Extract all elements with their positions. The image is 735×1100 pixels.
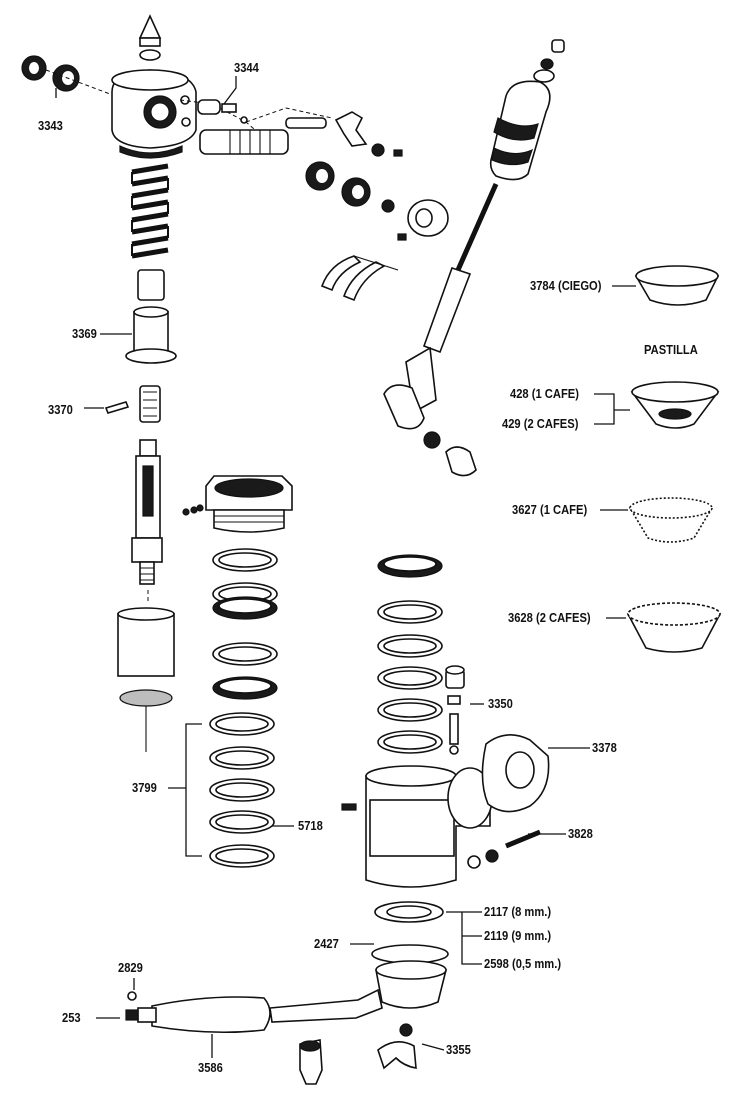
label-3627: 3627 (1 CAFE) [512,502,588,517]
label-3343: 3343 [38,118,63,133]
portafilter [125,901,449,1085]
label-2119: 2119 (9 mm.) [484,928,552,943]
group-head-assembly [21,14,197,752]
lever-shaft-parts [197,99,449,302]
leader-lines [55,76,636,1058]
label-428: 428 (1 CAFE) [510,386,579,401]
label-3784: 3784 (CIEGO) [530,278,602,293]
label-pastilla: PASTILLA [644,342,698,357]
label-5718: 5718 [298,818,323,833]
lever-arm [383,39,565,477]
spring [131,163,169,259]
label-3370: 3370 [48,402,73,417]
filter-3628 [626,602,722,653]
blind-filter-3784 [634,265,720,306]
label-2117: 2117 (8 mm.) [484,904,552,919]
gasket-stack-left [209,548,278,868]
filter-baskets [626,265,722,653]
label-3350: 3350 [488,696,513,711]
label-3828: 3828 [568,826,593,841]
label-2829: 2829 [118,960,143,975]
label-2598: 2598 (0,5 mm.) [484,956,562,971]
label-2427: 2427 [314,936,339,951]
label-3369: 3369 [72,326,97,341]
filter-3627 [628,497,714,543]
label-3586: 3586 [198,1060,223,1075]
label-253: 253 [62,1010,81,1025]
label-3628: 3628 (2 CAFES) [508,610,591,625]
collar-and-gaskets [182,475,465,868]
label-3344: 3344 [234,60,259,75]
label-429: 429 (2 CAFES) [502,416,579,431]
gasket-stack-right [377,554,443,754]
label-3355: 3355 [446,1042,471,1057]
filter-428-429 [630,381,720,429]
label-3378: 3378 [592,740,617,755]
group-body [341,734,550,888]
label-3799: 3799 [132,780,157,795]
